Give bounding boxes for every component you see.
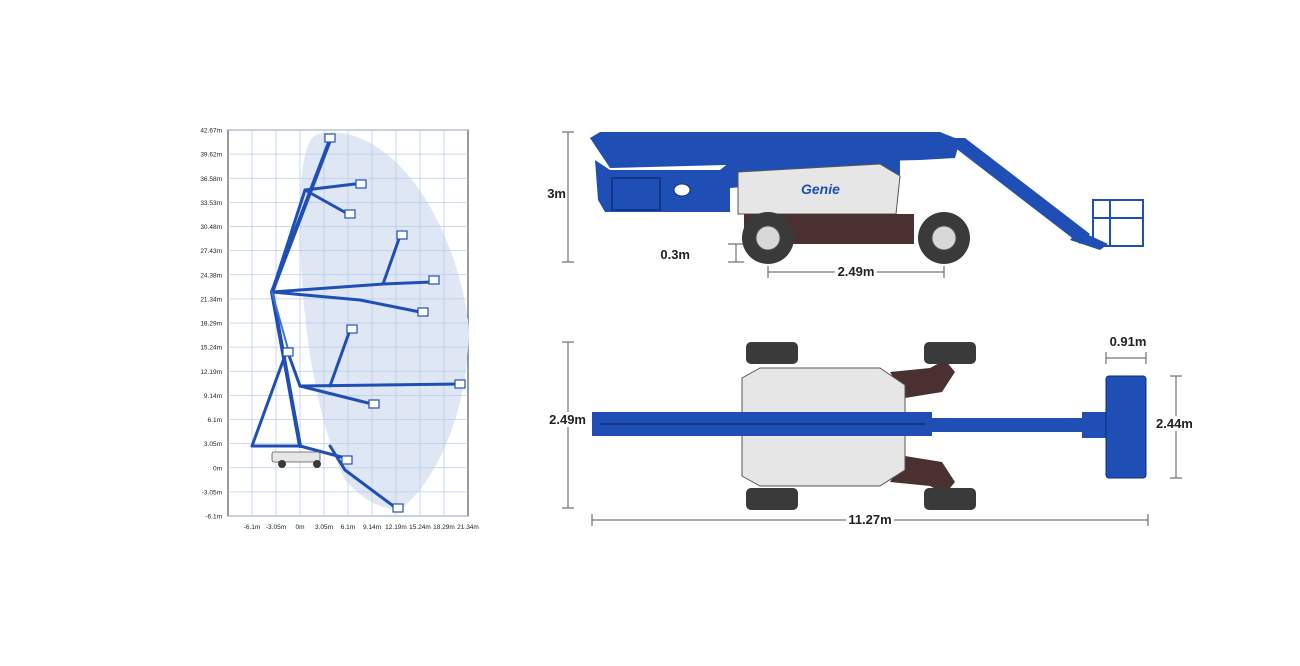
basket xyxy=(346,324,358,334)
x-tick-label: -6.1m xyxy=(244,524,261,531)
y-tick-label: 39.62m xyxy=(200,152,222,159)
x-tick-label: 3.05m xyxy=(315,524,333,531)
basket xyxy=(344,209,356,219)
boom-pivot xyxy=(673,183,691,197)
basket xyxy=(368,399,380,409)
y-tick-label: 15.24m xyxy=(200,345,222,352)
length-label: 11.27m xyxy=(848,512,891,527)
rear-hub xyxy=(755,225,781,251)
jib-arm-5 xyxy=(270,290,422,314)
basket xyxy=(355,179,367,189)
y-tick-label: 18.29m xyxy=(200,321,222,328)
chart-chassis xyxy=(271,451,321,463)
width-dimension xyxy=(562,341,574,509)
chart-wheel xyxy=(313,460,321,468)
x-tick-label: -3.05m xyxy=(266,524,286,531)
y-tick-label: 24.38m xyxy=(200,272,222,279)
front-hub xyxy=(931,225,957,251)
platform-depth-dimension xyxy=(1105,352,1147,364)
y-tick-label: 30.48m xyxy=(200,224,222,231)
x-tick-label: 9.14m xyxy=(363,524,381,531)
x-tick-label: 15.24m xyxy=(409,524,431,531)
y-tick-label: 21.34m xyxy=(200,296,222,303)
chart-wheel xyxy=(278,460,286,468)
jib-arm-4 xyxy=(381,280,434,286)
basket xyxy=(282,347,294,357)
front-axle-arm-bottom xyxy=(890,456,955,494)
top-tires xyxy=(746,342,976,510)
platform-width-dimension xyxy=(1170,375,1182,479)
jib-arm-8 xyxy=(298,384,374,406)
x-tick-label: 12.19m xyxy=(385,524,407,531)
wheelbase-label: 2.49m xyxy=(838,264,875,279)
wheelbase-dimension xyxy=(767,266,945,278)
main-boom-low xyxy=(270,290,302,448)
platform-basket-side xyxy=(1092,199,1144,247)
y-tick-label: -3.05m xyxy=(202,489,222,496)
clearance-dimension xyxy=(728,243,744,263)
top-view: 2.49m 0.91m 2.44m 11.27m xyxy=(546,334,1196,530)
x-tick-label: 21.34m xyxy=(457,524,479,531)
jib-arm-7 xyxy=(328,328,352,388)
brand-logo: Genie xyxy=(801,181,840,197)
y-tick-label: 36.58m xyxy=(200,176,222,183)
y-tick-label: 12.19m xyxy=(200,369,222,376)
basket xyxy=(428,275,440,285)
platform-width-label: 2.44m xyxy=(1156,416,1193,431)
platform-baskets xyxy=(282,133,466,513)
basket xyxy=(392,503,404,513)
clearance-label: 0.3m xyxy=(660,247,690,262)
y-tick-label: 6.1m xyxy=(208,417,222,424)
top-jib-rotator xyxy=(1082,412,1108,438)
turntable-body xyxy=(737,163,901,215)
tire xyxy=(746,488,798,510)
jib-arm-11 xyxy=(328,444,398,510)
tire xyxy=(924,342,976,364)
side-wheels xyxy=(742,212,970,264)
platform-depth-label: 0.91m xyxy=(1110,334,1147,349)
basket xyxy=(324,133,336,143)
basket xyxy=(454,379,466,389)
x-tick-label: 18.29m xyxy=(433,524,455,531)
working-range-chart: 42.67m 39.62m 36.58m 33.53m 30.48m 27.43m 24.3… xyxy=(200,128,479,532)
boom-sections xyxy=(611,177,661,211)
width-label: 2.49m xyxy=(549,412,586,427)
basket xyxy=(396,230,408,240)
y-tick-label: 0m xyxy=(213,465,222,472)
tire xyxy=(924,488,976,510)
y-tick-label: -6.1m xyxy=(205,514,222,521)
lower-boom xyxy=(250,348,289,448)
tire xyxy=(746,342,798,364)
front-axle-arm-top xyxy=(890,360,955,398)
x-tick-label: 6.1m xyxy=(341,524,355,531)
boom-positions xyxy=(250,138,462,510)
height-dimension xyxy=(562,131,574,263)
chart-machine-base xyxy=(271,451,321,468)
y-tick-label: 3.05m xyxy=(204,441,222,448)
x-tick-label: 0m xyxy=(295,524,304,531)
y-axis-labels: 42.67m 39.62m 36.58m 33.53m 30.48m 27.43m 24.3… xyxy=(200,128,222,521)
y-tick-label: 9.14m xyxy=(204,393,222,400)
height-label: 3m xyxy=(547,186,566,201)
y-tick-label: 33.53m xyxy=(200,200,222,207)
jib-arm-2 xyxy=(303,188,350,216)
boom-link xyxy=(271,291,291,357)
top-platform xyxy=(1105,375,1147,479)
jib-boom xyxy=(945,138,1090,244)
top-jib xyxy=(932,418,1082,432)
y-tick-label: 27.43m xyxy=(200,248,222,255)
y-tick-label: 42.67m xyxy=(200,128,222,135)
basket xyxy=(341,455,353,465)
side-view: 3m 0.3m 2.49m Genie xyxy=(547,131,1144,282)
basket xyxy=(417,307,429,317)
length-dimension xyxy=(591,514,1149,526)
